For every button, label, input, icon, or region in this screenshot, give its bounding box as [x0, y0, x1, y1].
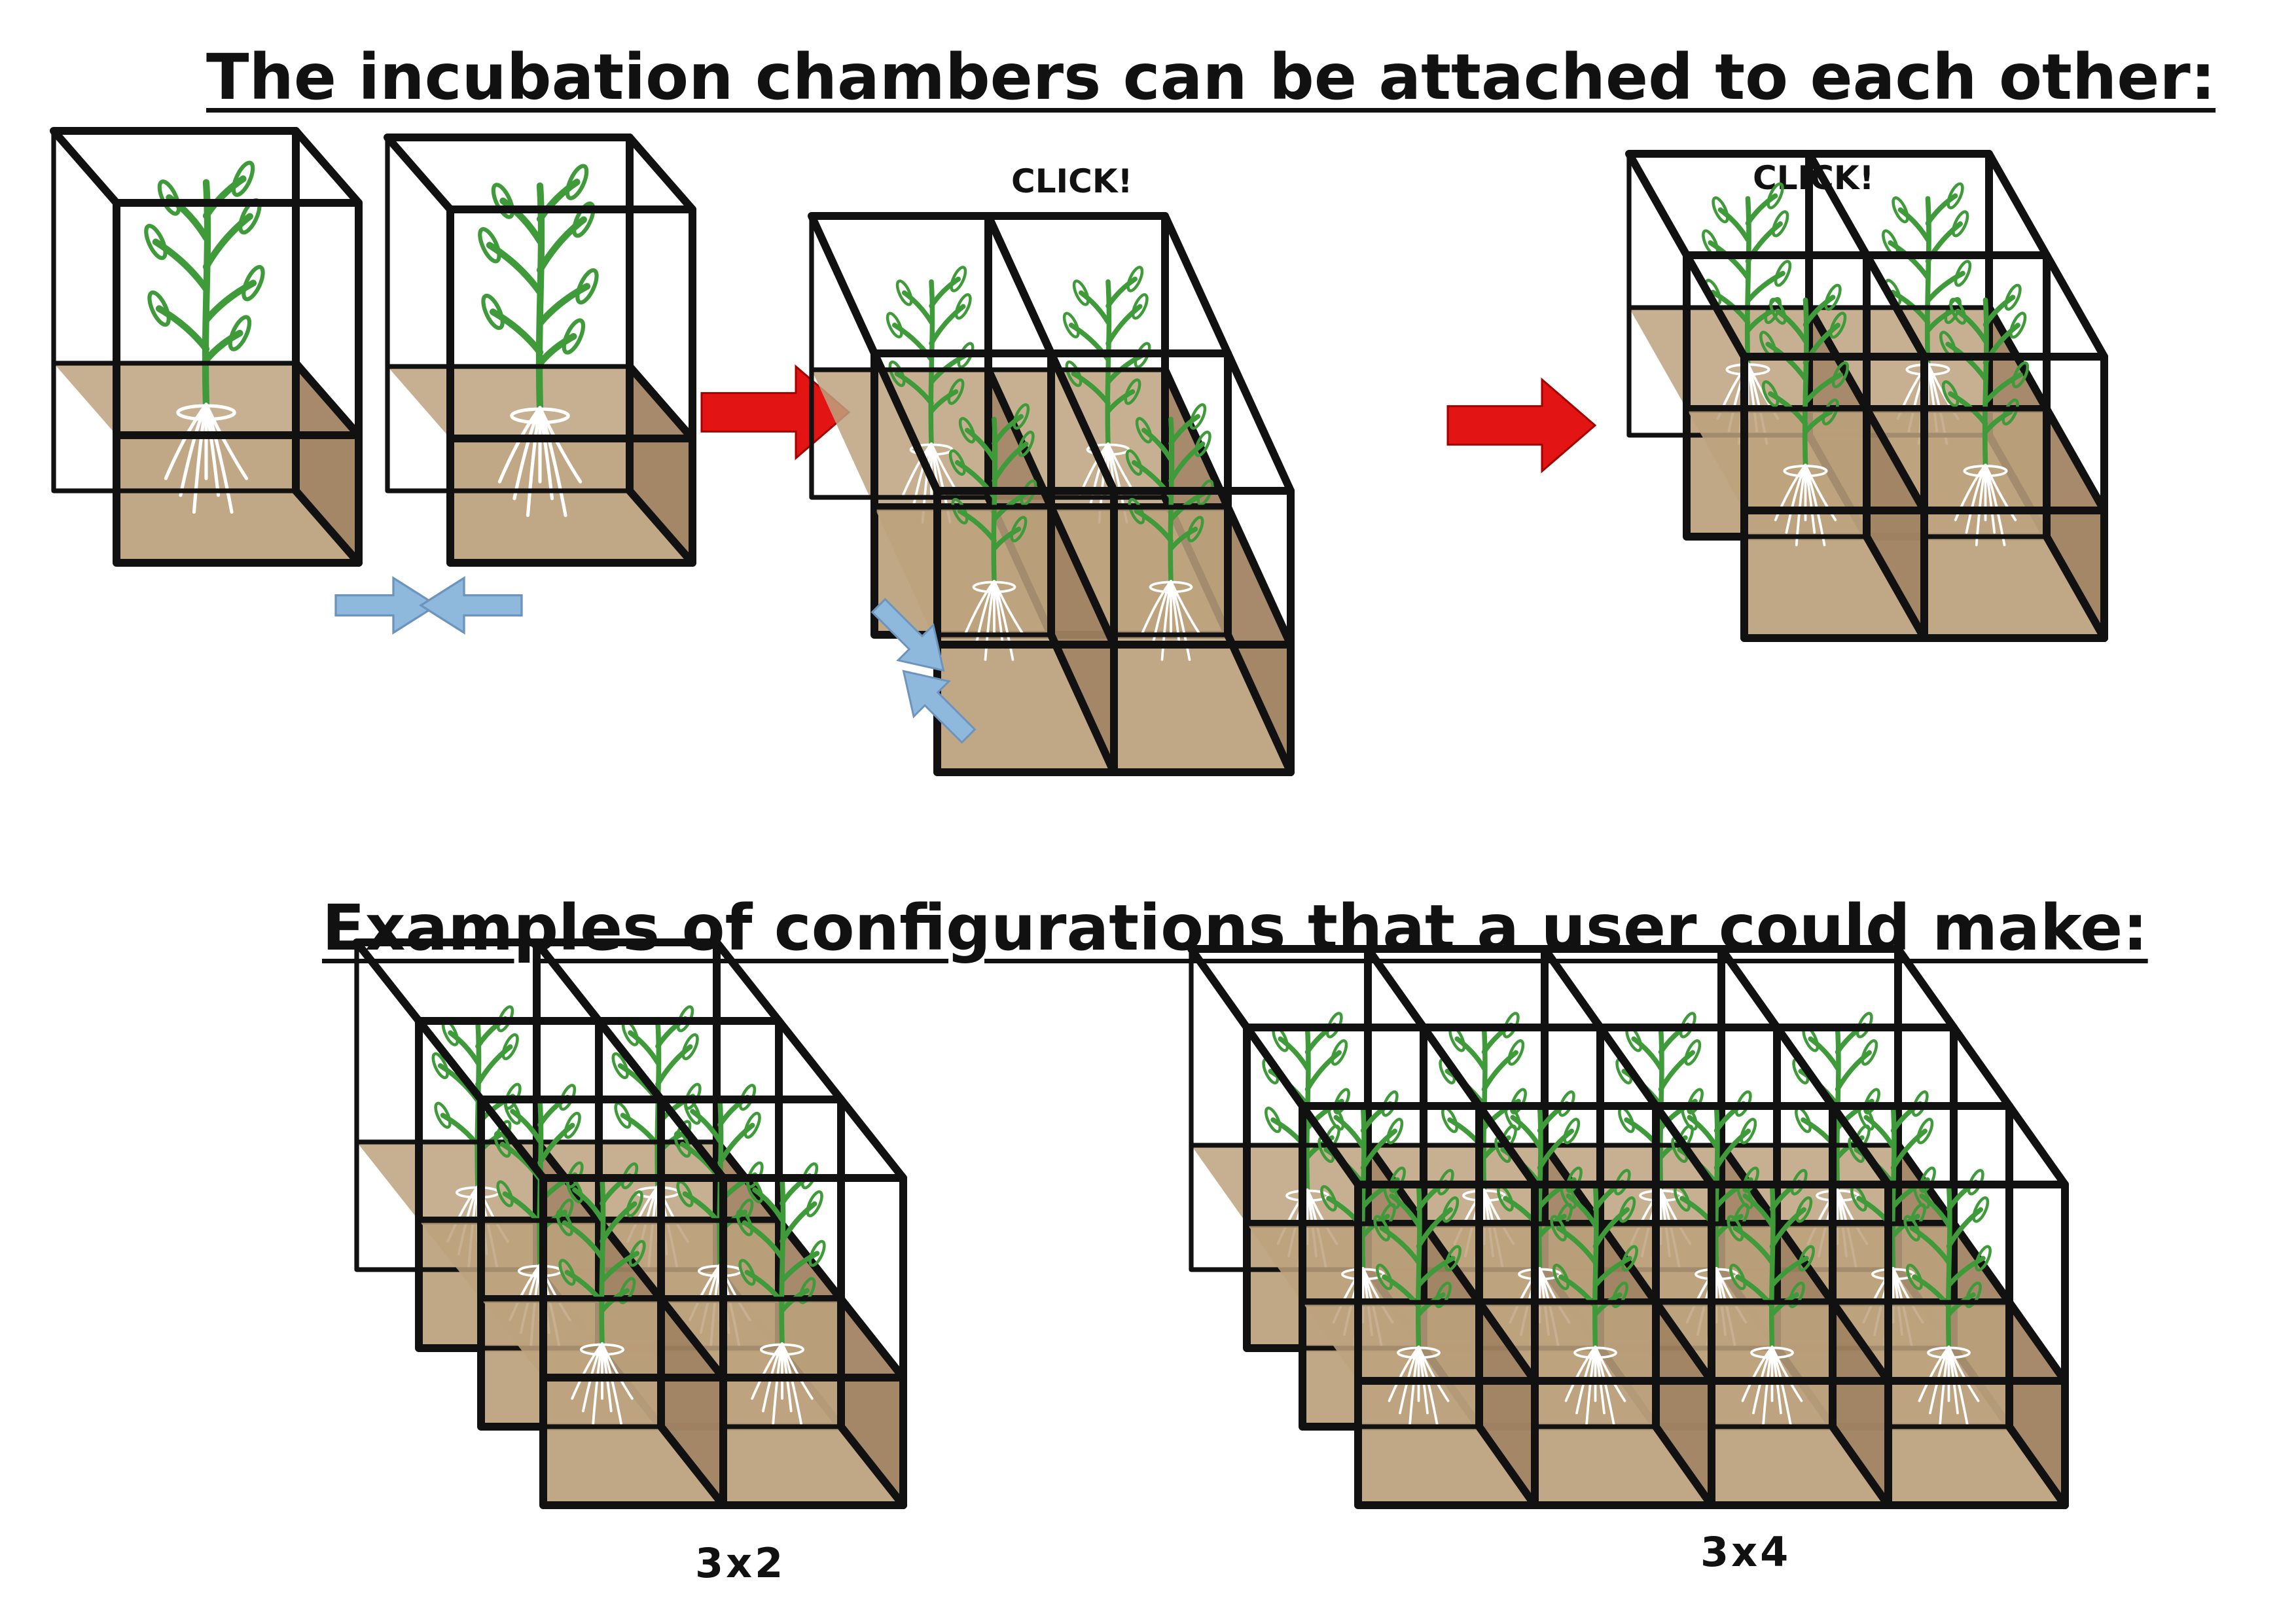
incubation-chamber-icon [657, 1096, 907, 1509]
incubation-chamber-icon [870, 349, 1118, 776]
incubation-chamber-icon [50, 127, 363, 567]
blue-arrow-icon [902, 669, 977, 744]
attached-chambers-2x2 [1625, 150, 2108, 642]
roots-icon [963, 580, 1025, 661]
red-arrow-icon [1446, 377, 1597, 474]
blue-arrow-icon [334, 576, 439, 635]
plant-icon [478, 164, 599, 518]
incubation-chamber-icon [1683, 251, 1928, 642]
click-label-first: CLICK! [1011, 162, 1133, 200]
roots-icon [1140, 580, 1202, 661]
config-label-3x2: 3x2 [695, 1539, 786, 1587]
incubation-chamber-icon [384, 134, 696, 567]
plant-icon [144, 160, 265, 514]
incubation-chamber-icon [1863, 251, 2108, 642]
plant-icon [1903, 1169, 1992, 1427]
blue-arrow-icon [870, 597, 945, 672]
incubation-chamber-icon [1299, 1102, 1539, 1509]
blue-arrow-icon [418, 576, 523, 635]
attached-chambers-pair [808, 212, 1295, 776]
plant-icon [1550, 1169, 1638, 1427]
configuration-3x4 [1187, 945, 2069, 1509]
configuration-3x2 [353, 938, 907, 1509]
heading-attach: The incubation chambers can be attached … [206, 41, 2216, 114]
incubation-chamber-icon [477, 1096, 727, 1509]
single-chamber-left [50, 127, 363, 567]
roots-icon [1564, 1346, 1626, 1427]
roots-icon [497, 406, 583, 518]
single-chamber-right [384, 134, 696, 567]
config-label-3x4: 3x4 [1700, 1528, 1791, 1576]
